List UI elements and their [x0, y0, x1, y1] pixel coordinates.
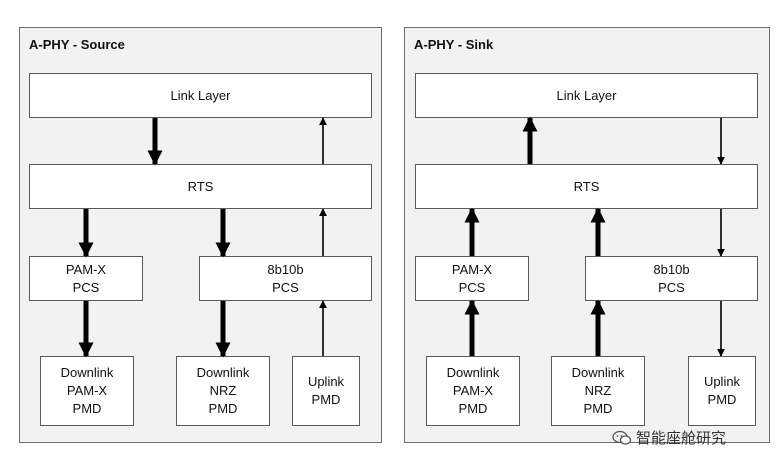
wechat-icon [612, 430, 632, 445]
source-pmd-pam-box: Downlink PAM-X PMD [40, 356, 134, 426]
sink-title: A-PHY - Sink [414, 37, 494, 52]
watermark-text: 智能座舱研究 [636, 430, 727, 447]
source-title: A-PHY - Source [29, 37, 125, 52]
source-pcs-8b10b-box: 8b10b PCS [199, 256, 372, 301]
source-rts-box: RTS [29, 164, 372, 209]
sink-link-layer-box: Link Layer [415, 73, 758, 118]
source-link-layer-box: Link Layer [29, 73, 372, 118]
source-pmd-nrz-box: Downlink NRZ PMD [176, 356, 270, 426]
source-pmd-uplink-box: Uplink PMD [292, 356, 360, 426]
sink-pcs-8b10b-box: 8b10b PCS [585, 256, 758, 301]
sink-pcs-pam-box: PAM-X PCS [415, 256, 529, 301]
watermark: 智能座舱研究 [612, 427, 726, 448]
sink-pmd-nrz-box: Downlink NRZ PMD [551, 356, 645, 426]
sink-rts-box: RTS [415, 164, 758, 209]
sink-pmd-pam-box: Downlink PAM-X PMD [426, 356, 520, 426]
sink-pmd-uplink-box: Uplink PMD [688, 356, 756, 426]
